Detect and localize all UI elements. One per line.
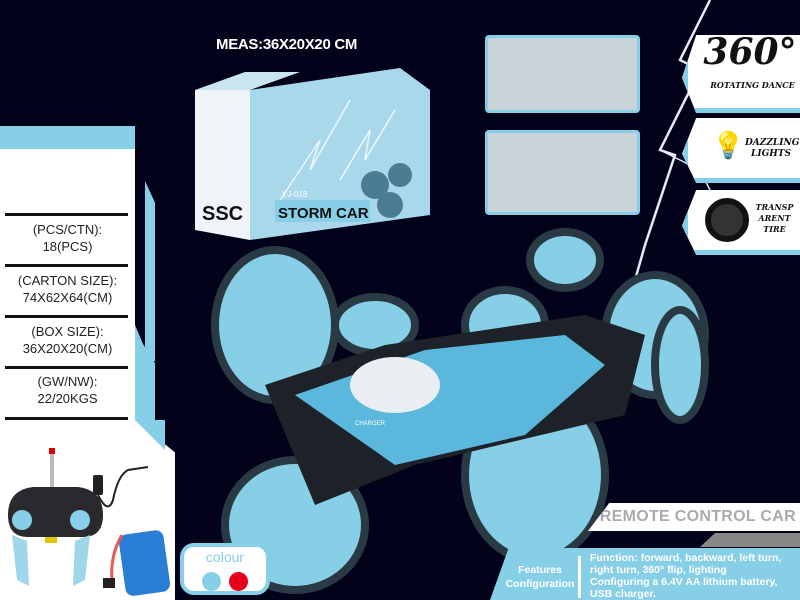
badge-rotating-dance (682, 35, 800, 113)
features-divider (578, 556, 581, 598)
features-text: Function: forward, backward, left turn, … (590, 552, 800, 600)
features-bar (490, 548, 800, 600)
spec-label: (BOX SIZE): (31, 324, 104, 339)
divider (5, 213, 128, 216)
function-text: Function: forward, backward, left turn, … (590, 552, 782, 576)
divider (5, 417, 128, 420)
banner-accent (700, 533, 800, 547)
spec-value: 22/20KGS (37, 391, 98, 406)
accent-strip (145, 181, 155, 361)
storm-car-image: CHARGER (211, 228, 709, 594)
box-measurement: MEAS:36X20X20 CM (216, 36, 358, 53)
spec-label: (CARTON SIZE): (17, 273, 118, 288)
divider (5, 264, 128, 267)
box-model: YJ-018 (282, 190, 308, 199)
car-label: CHARGER (355, 421, 386, 427)
spec-label: (PCS/CTN): (32, 222, 103, 237)
badge-rotating-text: ROTATING DANCE (710, 80, 795, 90)
thumbnail-flip (485, 130, 640, 215)
battery-icon (103, 530, 171, 596)
spec-value: 18(PCS) (42, 239, 93, 254)
product-box-image: STORM CAR YJ-018 SSC (195, 68, 430, 240)
remote-control-car-banner: REMOTE CONTROL CAR (588, 503, 800, 531)
remote-controller-icon (8, 448, 103, 586)
spec-box: (BOX SIZE): 36X20X20(CM) (0, 323, 135, 357)
divider (5, 366, 128, 369)
features-heading: Features Configuration (505, 564, 575, 590)
spec-carton: (CARTON SIZE): 74X62X64(CM) (0, 272, 135, 306)
accessories-image (8, 448, 171, 596)
badge-tire-text: TRANSP ARENT TIRE (755, 202, 794, 234)
box-brand: SSC (202, 203, 243, 225)
configuration-text: Configuring a 6.4V AA lithium battery, U… (590, 576, 778, 600)
badge-lights-text: DAZZLING LIGHTS (745, 138, 800, 159)
divider (5, 315, 128, 318)
usb-charger-icon (93, 466, 149, 508)
colour-swatch-blue[interactable] (202, 572, 221, 591)
spec-weight: (GW/NW): 22/20KGS (0, 373, 135, 407)
colour-label: colour (205, 549, 245, 565)
box-product-name: STORM CAR (278, 205, 369, 222)
spec-value: 74X62X64(CM) (22, 290, 113, 305)
badge-dazzling-lights (682, 118, 800, 183)
thumbnail-rotating (485, 35, 640, 113)
spec-value: 36X20X20(CM) (22, 341, 113, 356)
spec-panel-header (0, 126, 135, 149)
colour-swatch-red[interactable] (229, 572, 248, 591)
tire-icon (705, 198, 749, 242)
light-bulb-icon: 💡 (712, 130, 745, 160)
spec-pcs: (PCS/CTN): 18(PCS) (0, 221, 135, 255)
spec-label: (GW/NW): (37, 374, 98, 389)
badge-360-text: 360° (703, 31, 797, 73)
colour-options: colour (180, 543, 270, 595)
